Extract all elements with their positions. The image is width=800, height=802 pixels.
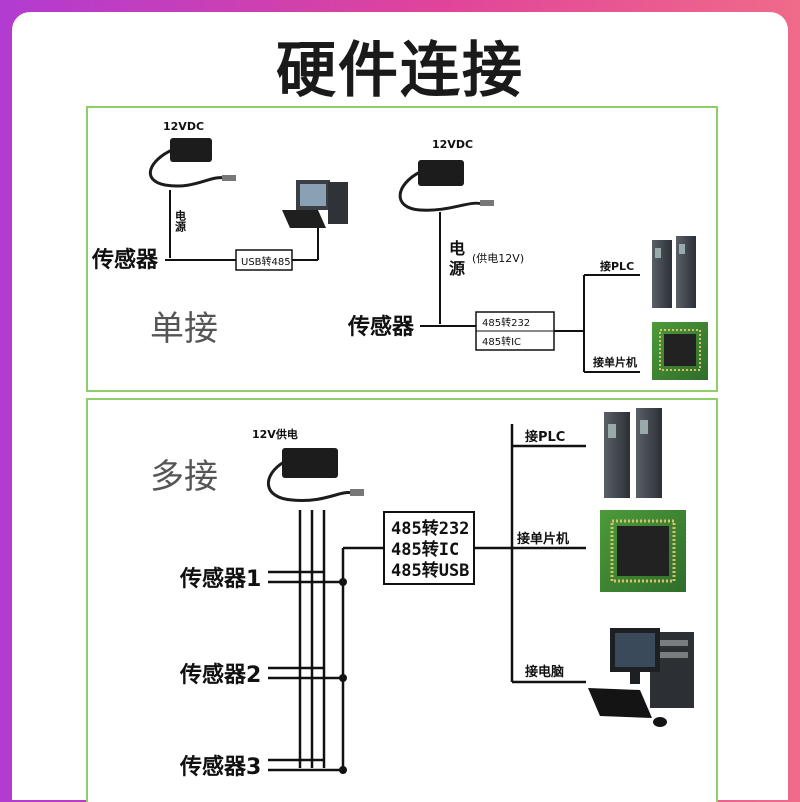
computer-icon <box>282 180 348 228</box>
single-right-power-label: 12VDC <box>432 138 473 151</box>
sensor-connection-3 <box>268 758 347 774</box>
plc-icon <box>652 236 696 308</box>
single-plc-label: 接PLC <box>600 259 634 273</box>
single-section-label: 单接 <box>150 309 218 349</box>
single-right-supply-note: (供电12V) <box>472 251 524 265</box>
single-mcu-label: 接单片机 <box>593 355 637 369</box>
single-left-power-label: 12VDC <box>163 120 204 133</box>
power-adapter-icon <box>398 160 494 212</box>
desktop-computer-icon <box>588 628 694 727</box>
multi-power-label: 12V供电 <box>252 427 298 441</box>
sensor-3-label: 传感器3 <box>179 754 261 780</box>
sensor-connection-2 <box>268 666 347 682</box>
page-title: 硬件连接 <box>276 36 524 106</box>
sensor-1-label: 传感器1 <box>179 566 261 592</box>
single-left-converter-label: USB转485 <box>241 255 291 268</box>
power-adapter-icon <box>266 448 364 502</box>
power-adapter-icon <box>148 138 236 188</box>
multi-converter-line2: 485转IC <box>391 539 459 560</box>
single-right-power-line-label-2: 源 <box>449 259 465 278</box>
multi-mcu-label: 接单片机 <box>517 531 569 547</box>
plc-icon <box>604 408 662 498</box>
single-left-sensor-label: 传感器 <box>91 247 159 273</box>
multi-converter-line3: 485转USB <box>391 560 469 581</box>
single-right-power-line-label-1: 电 <box>449 239 465 258</box>
chip-icon <box>600 510 686 592</box>
single-right-converter-line1: 485转232 <box>482 316 530 329</box>
single-left-power-line-label: 电源 <box>174 209 187 233</box>
sensor-connection-1 <box>268 570 347 586</box>
chip-icon <box>652 322 708 380</box>
multi-pc-label: 接电脑 <box>525 664 564 680</box>
multi-plc-label: 接PLC <box>525 429 565 445</box>
single-right-converter-line2: 485转IC <box>482 335 521 348</box>
sensor-2-label: 传感器2 <box>179 662 261 688</box>
multi-section-label: 多接 <box>150 457 218 497</box>
single-right-sensor-label: 传感器 <box>347 314 415 340</box>
multi-converter-line1: 485转232 <box>391 518 469 539</box>
